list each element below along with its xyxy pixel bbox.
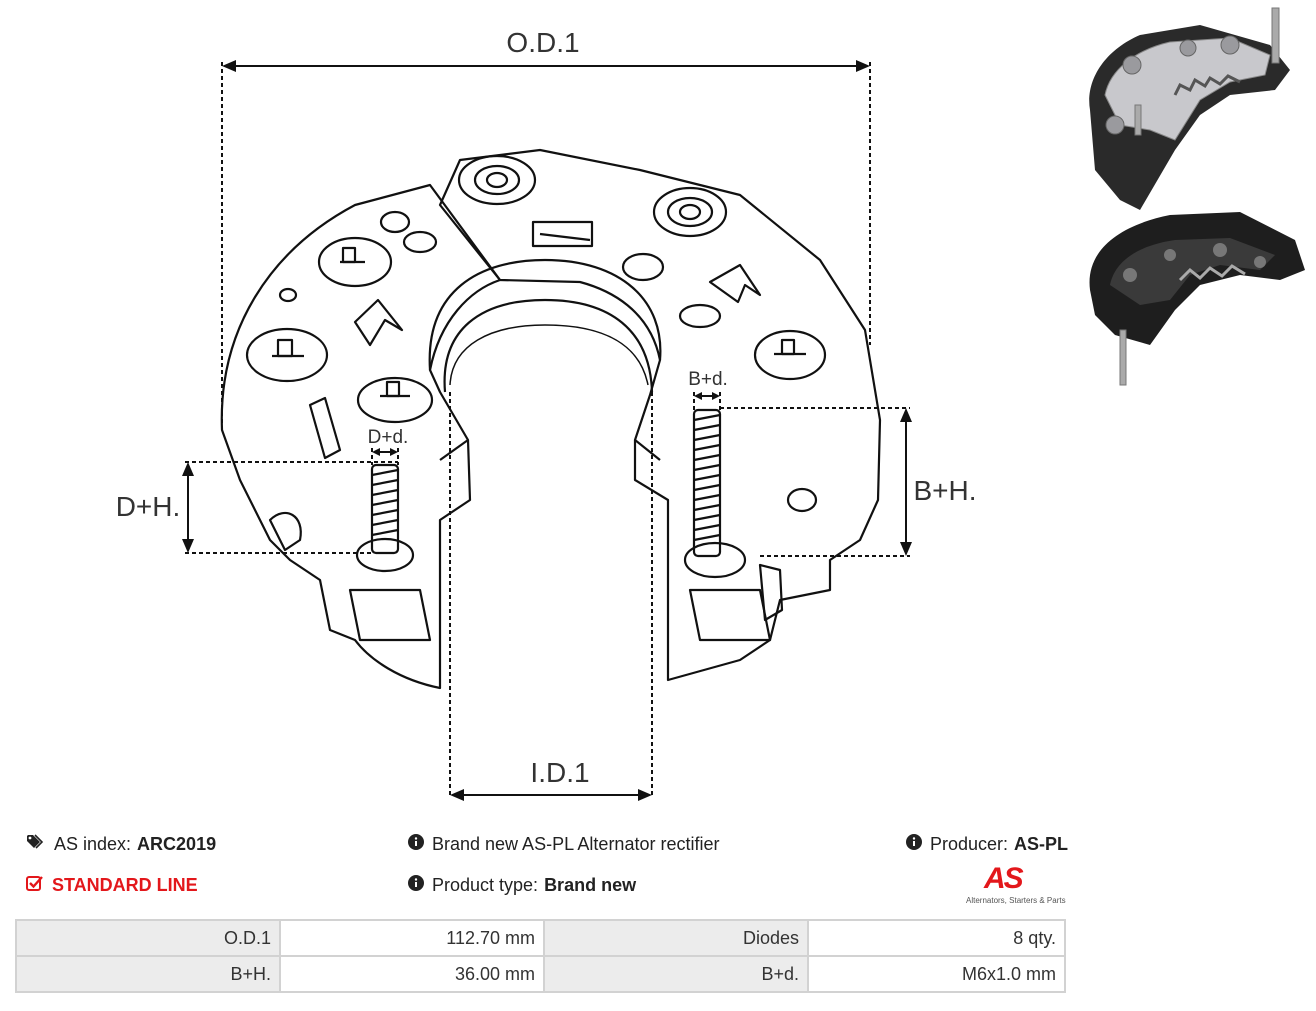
as-index: AS index: ARC2019 [26,834,216,855]
spec-label: O.D.1 [15,919,281,957]
spec-value: M6x1.0 mm [807,955,1066,993]
logo-mark: AS [984,862,1024,895]
product-photo-top [1089,7,1290,210]
description-text: Brand new AS-PL Alternator rectifier [432,834,720,854]
check-square-icon [26,875,44,896]
spec-value: 112.70 mm [279,919,545,957]
logo-tagline: Alternators, Starters & Parts [966,896,1066,905]
spec-value: 36.00 mm [279,955,545,993]
spec-value: 8 qty. [807,919,1066,957]
dd-label: D+d. [368,427,409,448]
product-type-label: Product type: [432,875,539,895]
product-line: STANDARD LINE [26,875,198,896]
spec-label: B+H. [15,955,281,993]
as-pl-logo: AS Alternators, Starters & Parts [960,862,1070,908]
product-line-label: STANDARD LINE [52,875,198,895]
as-index-value: ARC2019 [137,834,217,854]
description: Brand new AS-PL Alternator rectifier [408,834,719,855]
bh-label: B+H. [913,475,976,506]
info-circle-icon [408,834,424,855]
product-type: Product type: Brand new [408,875,636,896]
spec-label: B+d. [543,955,809,993]
spec-table: O.D.1 112.70 mm Diodes 8 qty. B+H. 36.00… [15,919,1066,993]
table-row: O.D.1 112.70 mm Diodes 8 qty. [15,919,1066,957]
product-type-value: Brand new [544,875,637,895]
od1-label: O.D.1 [506,27,579,58]
tags-icon [26,834,46,855]
info-circle-icon [906,834,922,855]
table-row: B+H. 36.00 mm B+d. M6x1.0 mm [15,955,1066,993]
producer: Producer: AS-PL [906,834,1068,855]
bd-label: B+d. [688,369,728,390]
product-photos [1089,7,1305,386]
rectifier-technical-drawing: O.D.1 I.D.1 D+H. D+d. B+H. B+d. [116,27,977,801]
producer-label: Producer: [930,834,1009,854]
dh-label: D+H. [116,491,181,522]
as-index-label: AS index: [54,834,132,854]
product-photo-bottom [1089,212,1305,386]
producer-value: AS-PL [1014,834,1069,854]
spec-label: Diodes [543,919,809,957]
id1-label: I.D.1 [530,757,589,788]
info-circle-icon [408,875,424,896]
